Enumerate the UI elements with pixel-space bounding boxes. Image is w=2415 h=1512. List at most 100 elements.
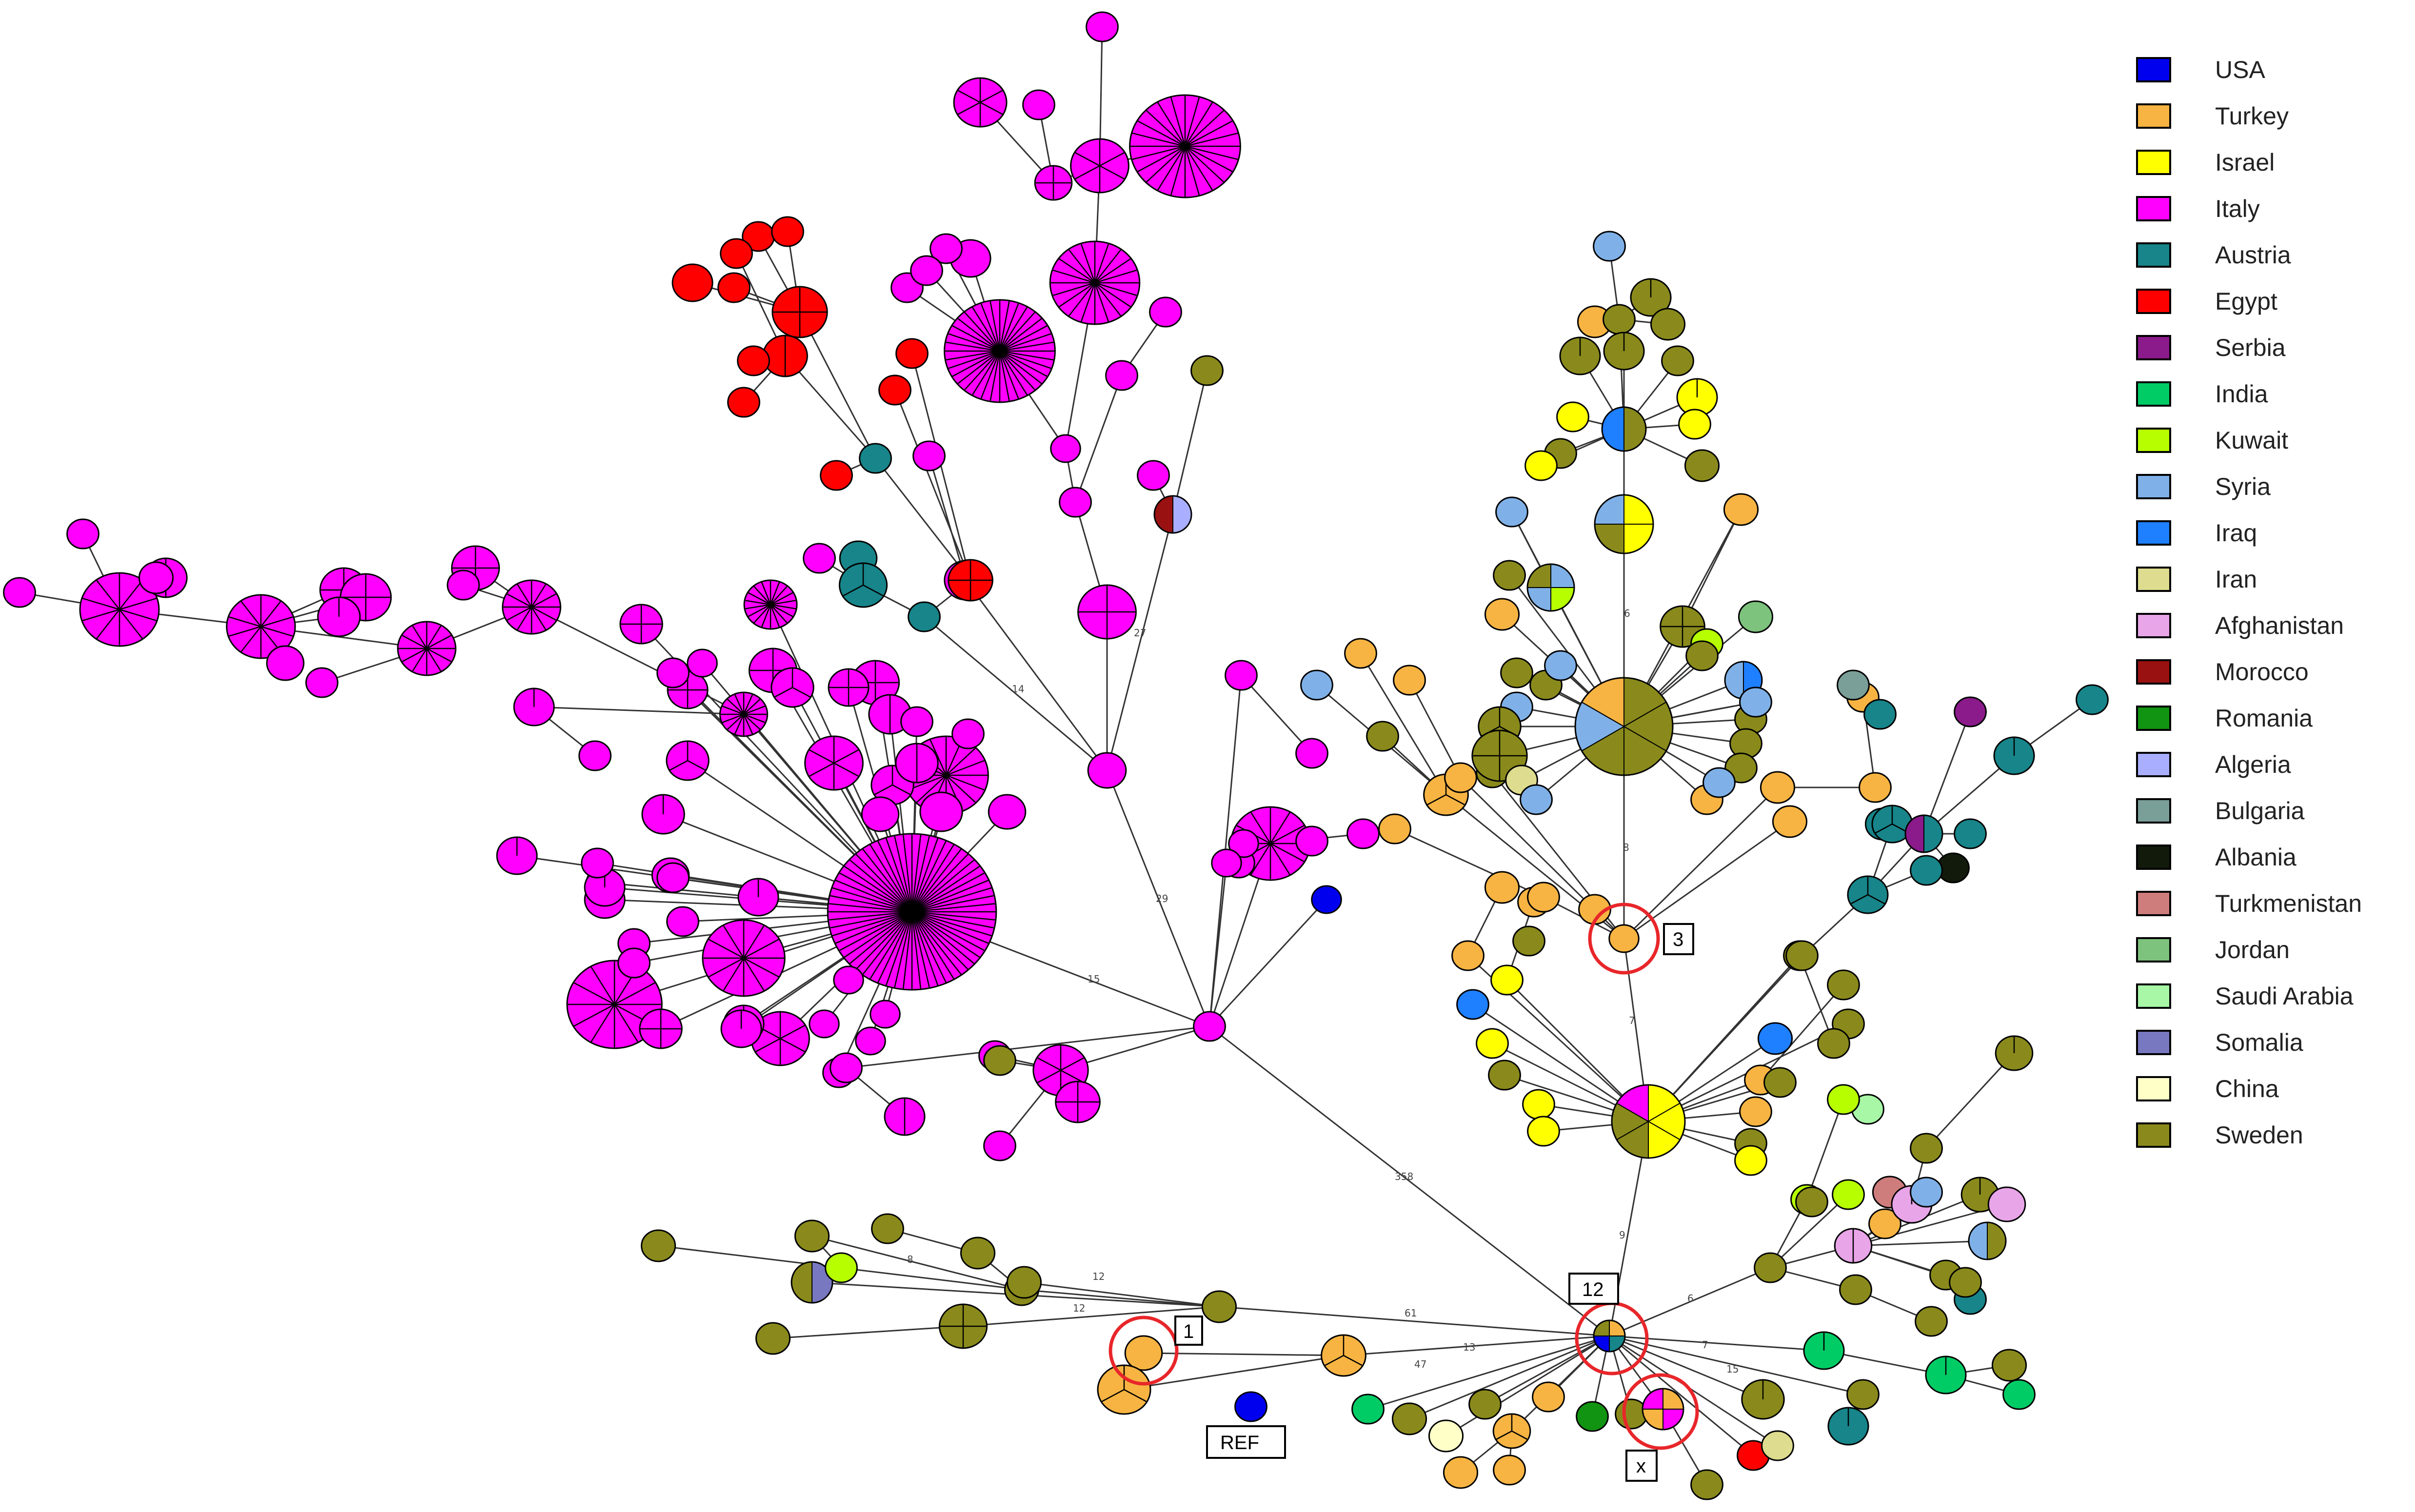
- haplotype-node: [1522, 1089, 1555, 1120]
- legend-label: Bulgaria: [2215, 797, 2305, 825]
- node-divider: [743, 705, 766, 715]
- node-divider: [838, 872, 912, 913]
- legend-item-iraq: Iraq: [2136, 510, 2409, 556]
- edge: [1240, 674, 1313, 754]
- node-divider: [877, 911, 913, 983]
- edge: [1623, 821, 1790, 940]
- highlight-ring-3: [1588, 903, 1660, 975]
- haplotype-node: [702, 919, 786, 997]
- edge: [1609, 1267, 1771, 1337]
- node-divider: [426, 625, 442, 649]
- haplotype-node: [1761, 1430, 1794, 1461]
- node-divider: [831, 887, 912, 913]
- node-divider: [669, 760, 688, 771]
- edge: [1208, 899, 1327, 1027]
- edge: [963, 1306, 1220, 1327]
- node-body: [1556, 401, 1589, 432]
- haplotype-node: [1608, 924, 1640, 953]
- node-divider: [1184, 97, 1200, 147]
- haplotype-node: [895, 743, 939, 784]
- node-divider: [999, 311, 1036, 352]
- haplotype-node: [1603, 332, 1645, 371]
- node-body: [1910, 855, 1943, 886]
- haplotype-node: [1493, 560, 1526, 591]
- haplotype-node: [640, 1229, 676, 1262]
- node-body: [855, 1026, 886, 1056]
- legend-swatch: [2136, 242, 2171, 268]
- node-divider: [946, 760, 986, 776]
- node-body: [1910, 1177, 1943, 1208]
- node-divider: [1324, 1355, 1344, 1367]
- node-body: [1723, 493, 1759, 526]
- legend-label: Israel: [2215, 148, 2275, 176]
- node-body: [1827, 1084, 1860, 1115]
- legend-item-serbia: Serbia: [2136, 324, 2409, 371]
- node-divider: [911, 887, 992, 913]
- node-divider: [426, 648, 442, 672]
- haplotype-node: [1105, 360, 1138, 391]
- haplotype-node: [1968, 1221, 2007, 1260]
- node-divider: [1094, 282, 1122, 317]
- node-body: [1593, 231, 1626, 262]
- node-divider: [911, 911, 975, 965]
- haplotype-node: [1393, 665, 1426, 696]
- edge: [1853, 1240, 1988, 1247]
- haplotype-node: [1351, 1394, 1385, 1425]
- node-divider: [412, 648, 428, 672]
- node-divider: [1074, 165, 1100, 180]
- node-body: [930, 233, 963, 264]
- node-divider: [401, 648, 427, 663]
- node-divider: [1094, 258, 1131, 284]
- node-divider: [911, 872, 986, 913]
- haplotype-node: [1846, 1379, 1880, 1410]
- legend-label: Kuwait: [2215, 426, 2289, 454]
- haplotype-node: [666, 906, 699, 937]
- edge: [531, 606, 744, 715]
- legend-item-austria: Austria: [2136, 232, 2409, 278]
- legend-swatch: [2136, 566, 2171, 592]
- haplotype-node: [1300, 669, 1333, 701]
- node-body: [1859, 772, 1892, 803]
- node-divider: [911, 837, 939, 912]
- node-divider: [902, 834, 913, 912]
- node-body: [1512, 925, 1545, 957]
- node-body: [871, 1213, 904, 1244]
- node-body: [1910, 1133, 1943, 1164]
- node-outline: [1601, 406, 1647, 452]
- haplotype-node: [496, 836, 538, 875]
- node-body: [1087, 752, 1127, 789]
- haplotype-node: [1772, 805, 1808, 838]
- node-outline: [1594, 494, 1654, 554]
- haplotype-node: [656, 862, 690, 893]
- node-body: [305, 667, 338, 698]
- haplotype-node: [1642, 1388, 1684, 1431]
- haplotype-node: [953, 77, 1008, 128]
- node-divider: [260, 626, 294, 637]
- node-divider: [1269, 811, 1291, 844]
- haplotype-node: [1228, 829, 1259, 858]
- node-divider: [869, 844, 913, 912]
- node-slice: [1172, 495, 1192, 534]
- node-divider: [743, 924, 765, 959]
- haplotype-node: [1500, 657, 1533, 688]
- callout-ref: REF: [1206, 1425, 1286, 1459]
- node-divider: [911, 911, 986, 952]
- node-divider: [770, 600, 797, 606]
- node-body: [1488, 1060, 1521, 1091]
- edge: [1623, 786, 1779, 940]
- legend-swatch: [2136, 1076, 2171, 1101]
- node-divider: [1137, 120, 1186, 147]
- haplotype-node: [1676, 378, 1718, 417]
- node-divider: [945, 350, 1000, 361]
- node-body: [1608, 924, 1640, 953]
- haplotype-node: [1321, 1334, 1366, 1377]
- node-divider: [722, 924, 745, 959]
- node-divider: [964, 311, 1000, 352]
- node-body: [1295, 825, 1328, 857]
- edge-label-6b: 6: [1624, 608, 1630, 619]
- haplotype-node: [1153, 495, 1192, 534]
- legend-label: Morocco: [2215, 658, 2309, 686]
- haplotype-node: [1795, 1186, 1828, 1217]
- edge: [1219, 1306, 1610, 1337]
